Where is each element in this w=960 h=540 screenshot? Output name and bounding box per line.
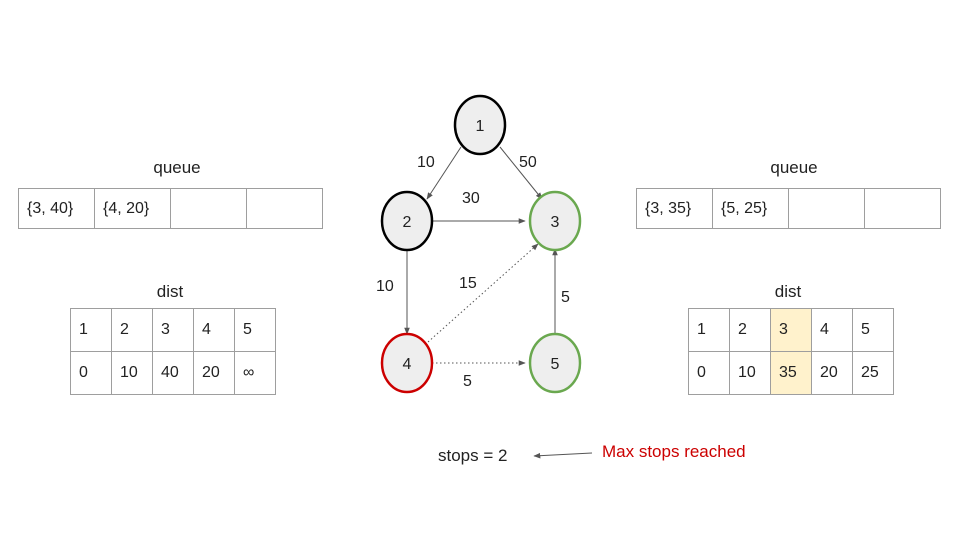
left-dist-title: dist bbox=[156, 282, 184, 301]
right-dist-value-cell: 0 bbox=[688, 351, 730, 395]
right-dist-value-row: 0 10 35 20 25 bbox=[688, 351, 894, 395]
left-dist-header-cell: 5 bbox=[234, 308, 276, 352]
graph-node-3: 3 bbox=[528, 190, 582, 252]
max-stops-note: Max stops reached bbox=[602, 442, 746, 461]
right-queue-table: {3, 35} {5, 25} bbox=[636, 188, 941, 229]
graph-node-4: 4 bbox=[380, 332, 434, 394]
right-dist-header-cell: 4 bbox=[811, 308, 853, 352]
graph-node-1: 1 bbox=[453, 94, 507, 156]
graph-node-label: 1 bbox=[476, 118, 485, 135]
left-dist-value-cell: 0 bbox=[70, 351, 112, 395]
left-queue-cell: {4, 20} bbox=[94, 188, 171, 229]
right-dist-value-cell: 25 bbox=[852, 351, 894, 395]
left-dist-header-cell: 2 bbox=[111, 308, 153, 352]
edge-weight-4-3: 15 bbox=[459, 275, 477, 292]
edge-weight-2-4: 10 bbox=[376, 278, 394, 295]
edge-weight-2-3: 30 bbox=[462, 190, 480, 207]
left-queue-title: queue bbox=[153, 158, 201, 177]
right-queue-cell: {5, 25} bbox=[712, 188, 789, 229]
left-queue-cell bbox=[246, 188, 323, 229]
left-dist-value-cell: 40 bbox=[152, 351, 194, 395]
left-queue-cell: {3, 40} bbox=[18, 188, 95, 229]
graph-node-2: 2 bbox=[380, 190, 434, 252]
left-queue-table: {3, 40} {4, 20} bbox=[18, 188, 323, 229]
left-dist-header-cell: 3 bbox=[152, 308, 194, 352]
note-arrow bbox=[533, 452, 593, 459]
right-dist-title: dist bbox=[774, 282, 802, 301]
graph-node-label: 3 bbox=[551, 214, 560, 231]
right-queue-cell bbox=[864, 188, 941, 229]
right-dist-table: 1 2 3 4 5 0 10 35 20 25 bbox=[688, 308, 894, 395]
edge-1-2 bbox=[426, 146, 462, 200]
stops-counter: stops = 2 bbox=[438, 446, 508, 465]
left-dist-value-cell: ∞ bbox=[234, 351, 276, 395]
left-dist-value-row: 0 10 40 20 ∞ bbox=[70, 351, 276, 395]
edge-weight-1-3: 50 bbox=[519, 154, 537, 171]
edge-4-3 bbox=[427, 243, 539, 343]
edge-weight-1-2: 10 bbox=[417, 154, 435, 171]
right-queue-title: queue bbox=[770, 158, 818, 177]
graph-node-5: 5 bbox=[528, 332, 582, 394]
graph-node-label: 4 bbox=[403, 356, 412, 373]
right-dist-header-cell-highlighted: 3 bbox=[770, 308, 812, 352]
right-dist-value-cell: 10 bbox=[729, 351, 771, 395]
graph-node-label: 2 bbox=[403, 214, 412, 231]
left-dist-value-cell: 20 bbox=[193, 351, 235, 395]
left-dist-table: 1 2 3 4 5 0 10 40 20 ∞ bbox=[70, 308, 276, 395]
graph-node-label: 5 bbox=[551, 356, 560, 373]
left-dist-value-cell: 10 bbox=[111, 351, 153, 395]
edge-1-3 bbox=[499, 146, 543, 200]
edge-weight-4-5: 5 bbox=[463, 373, 472, 390]
left-queue-cell bbox=[170, 188, 247, 229]
right-dist-value-cell-highlighted: 35 bbox=[770, 351, 812, 395]
right-dist-header-cell: 5 bbox=[852, 308, 894, 352]
right-dist-header-row: 1 2 3 4 5 bbox=[688, 308, 894, 352]
right-dist-value-cell: 20 bbox=[811, 351, 853, 395]
edge-weight-5-3: 5 bbox=[561, 289, 570, 306]
